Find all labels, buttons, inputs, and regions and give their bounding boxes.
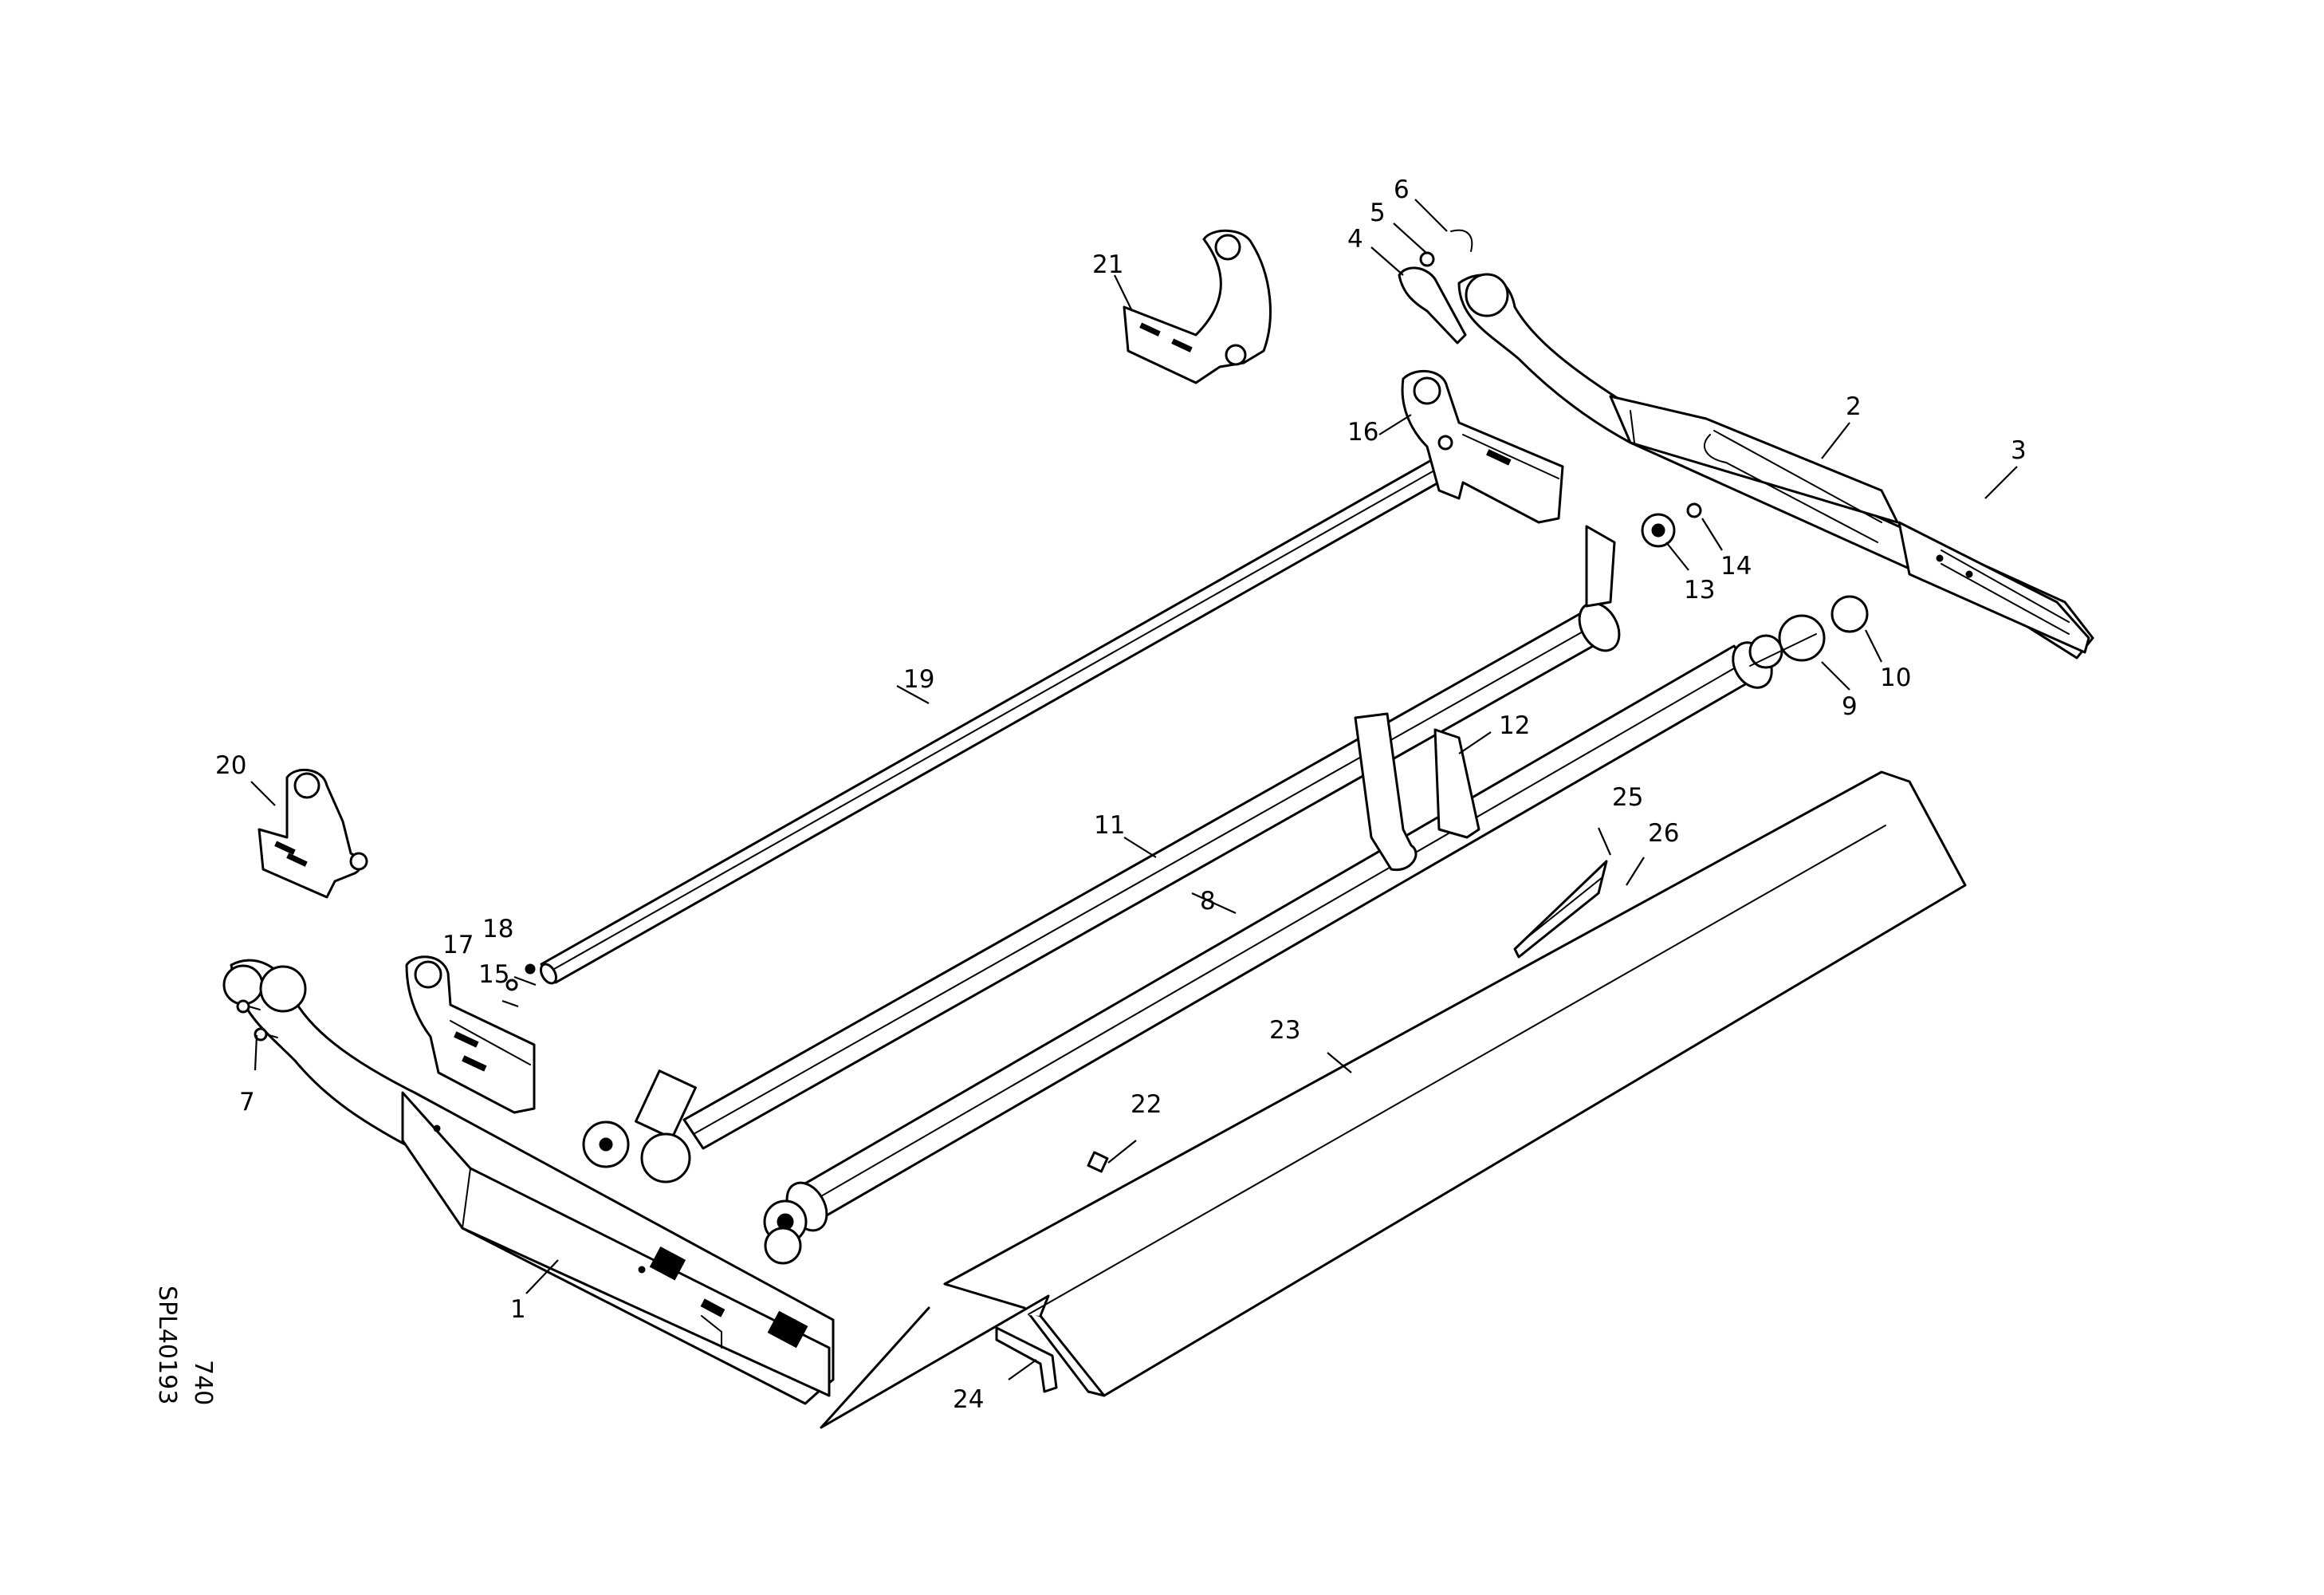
drawing-number: 740 — [189, 1360, 217, 1405]
callout-21: 21 — [1092, 250, 1123, 279]
callout-14: 14 — [1720, 552, 1752, 581]
sprocket-rear — [1748, 634, 1783, 669]
callout-17: 17 — [442, 931, 474, 959]
leader-lines — [250, 199, 2018, 1380]
callout-10: 10 — [1880, 664, 1911, 692]
drawing-reference: SPL40193 740 — [153, 1286, 217, 1405]
bracket-15 — [405, 955, 536, 1114]
cover-23 — [820, 770, 1967, 1429]
callout-6: 6 — [1394, 175, 1410, 204]
callout-9: 9 — [1842, 692, 1858, 721]
screws — [236, 999, 278, 1042]
callout-2: 2 — [1846, 392, 1862, 421]
callout-7: 7 — [239, 1088, 255, 1116]
latch-parts — [1398, 229, 1473, 345]
callout-12: 12 — [1499, 711, 1530, 740]
callout-1: 1 — [510, 1295, 526, 1324]
drawing-code: SPL40193 — [153, 1286, 181, 1404]
callout-3: 3 — [2011, 436, 2027, 465]
bracket-21 — [1123, 229, 1272, 384]
callout-26: 26 — [1648, 819, 1679, 848]
callout-23: 23 — [1269, 1016, 1300, 1045]
callout-18: 18 — [482, 915, 513, 943]
front-rod — [763, 634, 1783, 1265]
callout-20: 20 — [215, 751, 246, 780]
mount-right-parts — [1585, 502, 1869, 667]
callout-24: 24 — [953, 1385, 984, 1414]
side-frame-right — [1457, 273, 2094, 660]
callout-8: 8 — [1200, 887, 1216, 916]
mount-middle-left — [582, 1069, 697, 1183]
callout-22: 22 — [1131, 1090, 1162, 1119]
callout-13: 13 — [1684, 576, 1715, 605]
callout-11: 11 — [1094, 811, 1125, 840]
bracket-20 — [258, 768, 368, 899]
callout-25: 25 — [1612, 783, 1643, 812]
callout-labels: 1 2 3 4 5 6 7 8 9 10 11 12 13 14 15 16 1… — [215, 175, 2027, 1414]
sprocket-front — [763, 1199, 808, 1265]
link-12 — [1354, 712, 1481, 872]
bracket-16 — [1401, 369, 1564, 524]
callout-16: 16 — [1347, 418, 1378, 447]
side-frame-left — [222, 959, 835, 1405]
callout-19: 19 — [903, 665, 934, 694]
callout-5: 5 — [1370, 199, 1386, 227]
callout-15: 15 — [478, 960, 509, 989]
small-parts — [995, 860, 1608, 1393]
callout-4: 4 — [1347, 225, 1363, 254]
